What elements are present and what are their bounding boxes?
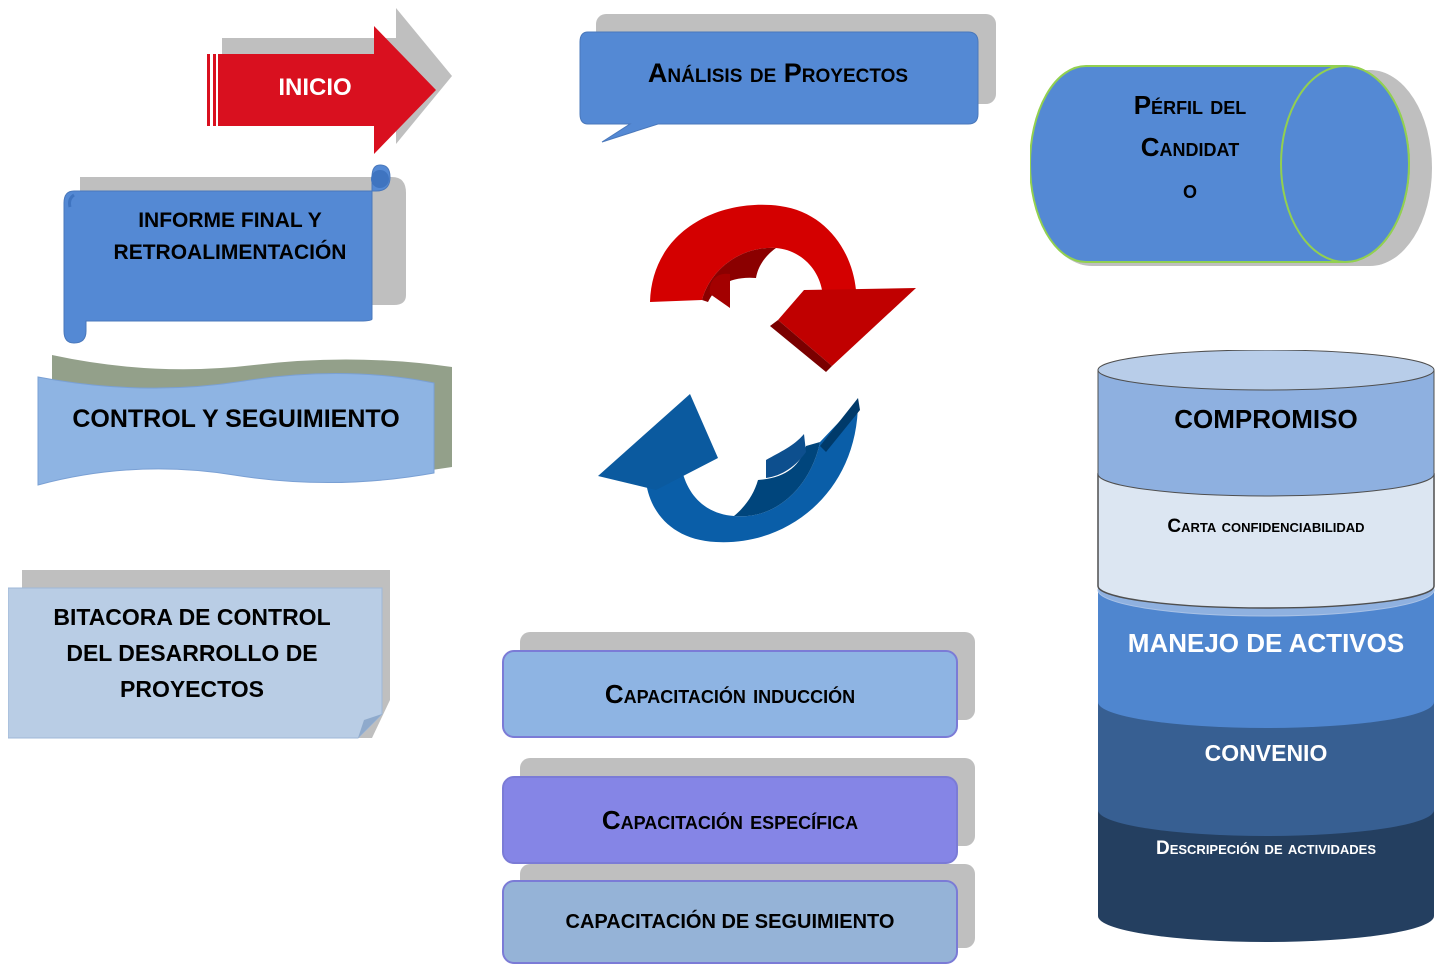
informe-label-line1: INFORME FINAL Y [138, 209, 322, 232]
stack-carta-label: Carta confidenciabilidad [1167, 516, 1365, 537]
stack-compromiso-label: COMPROMISO [1174, 404, 1358, 434]
capacitacion-induccion-box: Capacitación inducción [502, 650, 958, 738]
analisis-label: Análisis de Proyectos [647, 58, 909, 88]
capacitacion-seguimiento: CAPACITACIÓN DE SEGUIMIENTO [502, 864, 977, 966]
stack-cylinder-shape [1097, 349, 1435, 942]
informe-scroll-shape [63, 164, 406, 344]
capacitacion-induccion: Capacitación inducción [502, 632, 977, 740]
bitacora-label-line3: PROYECTOS [120, 676, 264, 702]
cycle-arrows [598, 204, 916, 543]
capacitacion-especifica-box: Capacitación específica [502, 776, 958, 864]
stack-descripcion-label: Descripeción de actividades [1155, 838, 1377, 859]
bitacora-label-line1: BITACORA DE CONTROL [53, 604, 331, 630]
informe-scroll: INFORME FINAL Y RETROALIMENTACIÓN [60, 155, 410, 345]
control-label: CONTROL Y SEGUIMIENTO [72, 405, 400, 433]
inicio-label: INICIO [278, 74, 352, 101]
control-wave: CONTROL Y SEGUIMIENTO [34, 355, 454, 495]
perfil-label-line3: o [1182, 174, 1197, 204]
capacitacion-induccion-label: Capacitación inducción [604, 678, 856, 709]
analisis-callout: Análisis de Proyectos [578, 14, 998, 144]
inicio-arrow: INICIO [200, 8, 460, 163]
stack-cylinder: COMPROMISO Carta confidenciabilidad MANE… [1096, 349, 1436, 945]
bitacora-label-line2: DEL DESARROLLO DE [66, 640, 318, 666]
control-wave-shape [37, 355, 452, 486]
analisis-callout-shape [579, 31, 979, 143]
capacitacion-especifica-label: Capacitación específica [601, 804, 859, 835]
perfil-label-line1: Pérfil del [1133, 90, 1247, 120]
bitacora-box: BITACORA DE CONTROL DEL DESARROLLO DE PR… [7, 570, 393, 740]
perfil-cylinder: Pérfil del Candidat o [1029, 60, 1435, 270]
blue-cycle-arrow-icon [598, 394, 860, 543]
capacitacion-seguimiento-box: CAPACITACIÓN DE SEGUIMIENTO [502, 880, 958, 964]
perfil-label-line2: Candidat [1140, 132, 1240, 162]
stack-convenio-label: CONVENIO [1204, 740, 1328, 766]
red-cycle-arrow-icon [650, 204, 916, 372]
perfil-cylinder-shape [1029, 65, 1432, 266]
inicio-arrow-shape [204, 8, 452, 154]
stack-manejo-label: MANEJO DE ACTIVOS [1127, 628, 1405, 658]
bitacora-box-shape [7, 570, 390, 739]
informe-label-line2: RETROALIMENTACIÓN [113, 241, 347, 264]
capacitacion-especifica: Capacitación específica [502, 758, 977, 866]
capacitacion-seguimiento-label: CAPACITACIÓN DE SEGUIMIENTO [565, 910, 895, 933]
